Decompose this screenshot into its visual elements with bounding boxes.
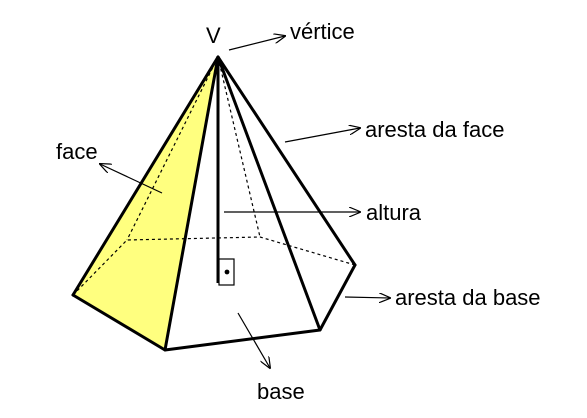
apex-label: V: [206, 23, 221, 48]
vertex-arrow: [228, 36, 285, 51]
hidden-lateral-edge-right: [217, 56, 261, 238]
base-edge-label: aresta da base: [395, 285, 541, 310]
hidden-base-edges: [72, 236, 356, 296]
face-label: face: [56, 139, 98, 164]
height-label: altura: [366, 200, 422, 225]
hidden-edges: [72, 56, 356, 296]
base-edge-arrow: [344, 297, 390, 298]
hidden-lateral-edge-left: [126, 56, 219, 241]
lateral-edge-4: [216, 55, 357, 267]
face-arrow: [100, 164, 163, 194]
height-foot-point: [224, 269, 230, 275]
visible-base-edges: [71, 263, 357, 352]
lateral-edge-1: [71, 55, 220, 297]
base-label: base: [257, 379, 305, 404]
face-edge-label: aresta da face: [365, 117, 504, 142]
right-angle-marker: [218, 258, 235, 286]
visible-edges: [71, 55, 357, 352]
base-arrow: [237, 312, 270, 368]
lateral-edge-3: [216, 55, 322, 332]
lateral-edge-2: [163, 55, 220, 352]
face-edge-arrow: [284, 128, 360, 143]
vertex-label: vértice: [290, 19, 355, 44]
pointer-arrows: [100, 36, 390, 368]
